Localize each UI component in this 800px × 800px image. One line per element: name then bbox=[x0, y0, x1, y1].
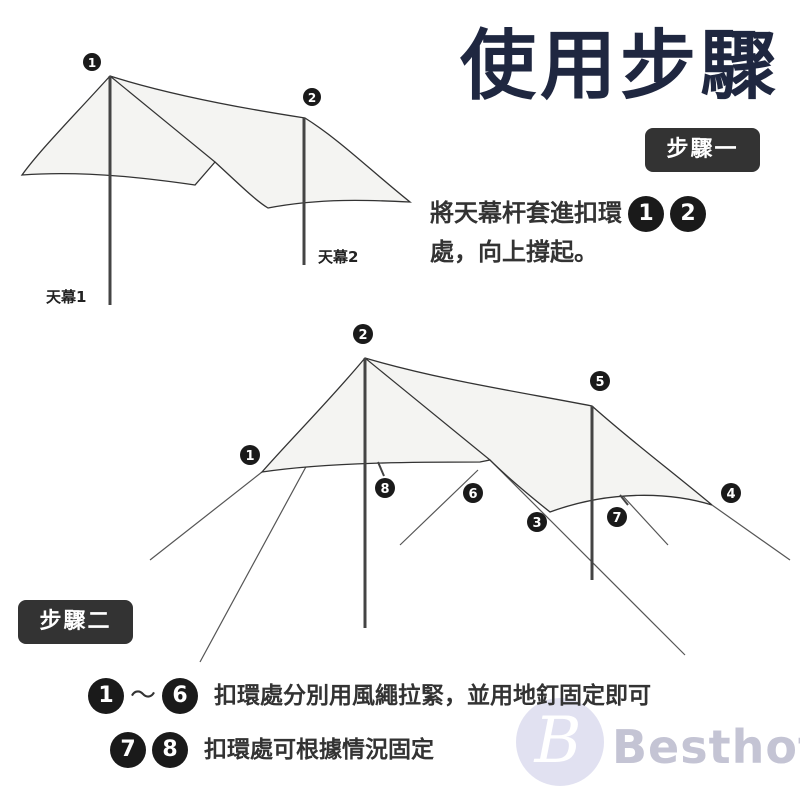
step2-line2: 7 8 扣環處可根據情況固定 bbox=[110, 732, 710, 768]
step2-line1: 1 ～ 6 扣環處分別用風繩拉緊，並用地釘固定即可 bbox=[88, 678, 788, 715]
step2-badge: 步驟二 bbox=[18, 600, 133, 644]
step1-marker-2-icon: 2 bbox=[303, 88, 321, 106]
step2-marker-7-icon: 7 bbox=[607, 507, 627, 527]
svg-text:5: 5 bbox=[595, 375, 604, 390]
step2-marker-6-icon: 6 bbox=[463, 483, 483, 503]
step2-tarp-ridge bbox=[364, 357, 491, 461]
step2-line2-text: 扣環處可根據情況固定 bbox=[204, 736, 434, 763]
svg-text:8: 8 bbox=[380, 482, 389, 497]
step2-marker-3-icon: 3 bbox=[527, 512, 547, 532]
step1-tarp bbox=[20, 75, 412, 209]
step1-marker-1-badge: 1 bbox=[628, 196, 664, 232]
page-title: 使用步驟 bbox=[460, 21, 780, 110]
guy-line-7 bbox=[621, 494, 669, 546]
svg-text:6: 6 bbox=[468, 487, 477, 502]
step1-marker-1-icon: 1 bbox=[83, 53, 101, 71]
step1-text-line1: 將天幕杆套進扣環 bbox=[430, 199, 622, 228]
guy-line-6 bbox=[399, 469, 479, 546]
step1-badge: 步驟一 bbox=[645, 128, 760, 172]
step2-line1-tilde: ～ bbox=[130, 681, 157, 711]
svg-text:7: 7 bbox=[612, 511, 621, 526]
step2-line2-b-badge: 8 bbox=[152, 732, 188, 768]
step2-line1-from-badge: 1 bbox=[88, 678, 124, 715]
step2-line1-to-badge: 6 bbox=[162, 678, 199, 715]
step2-line1-text: 扣環處分別用風繩拉緊，並用地釘固定即可 bbox=[214, 683, 652, 710]
step2-marker-1-icon: 1 bbox=[240, 445, 260, 465]
step2-tarp bbox=[260, 357, 713, 513]
guy-line-3 bbox=[489, 459, 686, 656]
svg-text:2: 2 bbox=[358, 328, 367, 343]
step2-line2-a-badge: 7 bbox=[110, 732, 146, 768]
step2-marker-5-icon: 5 bbox=[590, 371, 610, 391]
guy-line-4 bbox=[711, 504, 791, 561]
svg-text:2: 2 bbox=[308, 91, 316, 105]
guy-line-1 bbox=[149, 471, 263, 561]
svg-text:1: 1 bbox=[88, 56, 96, 70]
watermark-text: Besthot bbox=[612, 720, 800, 774]
step1-marker-2-badge: 2 bbox=[670, 196, 706, 232]
step1-description: 將天幕杆套進扣環 1 2 處，向上撐起。 bbox=[430, 196, 790, 270]
svg-text:4: 4 bbox=[726, 487, 735, 502]
step2-marker-4-icon: 4 bbox=[721, 483, 741, 503]
step1-tarp-ridge bbox=[109, 75, 216, 163]
step2-marker-8-icon: 8 bbox=[375, 478, 395, 498]
step1-text-row1: 將天幕杆套進扣環 1 2 bbox=[430, 196, 790, 232]
besthot-logo-icon: B bbox=[516, 698, 604, 786]
pole2-label: 天幕2 bbox=[318, 248, 359, 266]
svg-text:B: B bbox=[533, 704, 581, 778]
step2-marker-2-icon: 2 bbox=[353, 324, 373, 344]
svg-text:1: 1 bbox=[245, 449, 254, 464]
pole1-label: 天幕1 bbox=[46, 288, 87, 306]
step1-text-line2: 處，向上撐起。 bbox=[430, 238, 598, 266]
svg-text:3: 3 bbox=[532, 516, 541, 531]
